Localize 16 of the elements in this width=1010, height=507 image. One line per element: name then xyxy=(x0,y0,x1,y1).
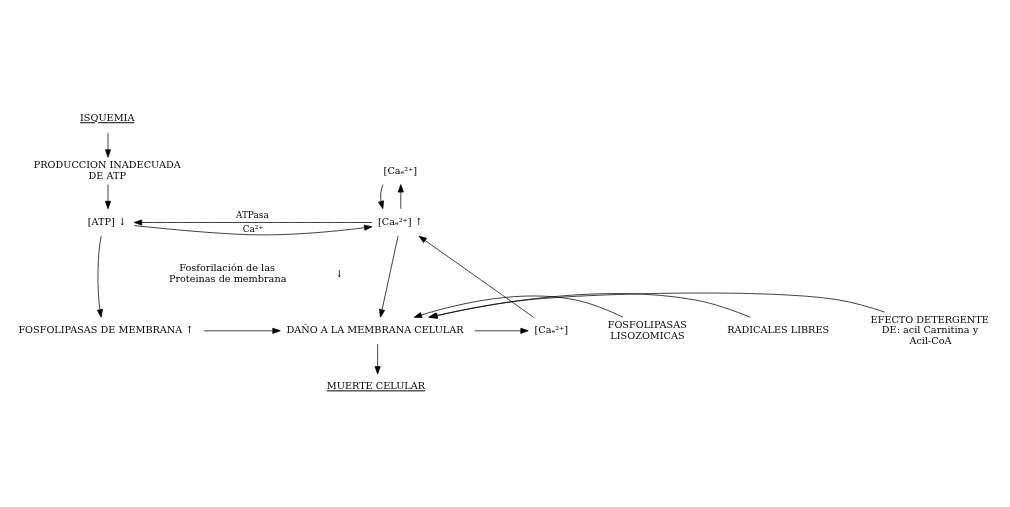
node-text: ISQUEMIA xyxy=(80,112,135,124)
node-text: FOSFOLIPASAS LISOZOMICAS xyxy=(607,319,687,341)
node-text: [Caₑ²⁺] xyxy=(383,164,418,176)
node-text: [ATP] ↓ xyxy=(87,216,127,228)
node-text: DAÑO A LA MEMBRANA CELULAR xyxy=(286,324,464,336)
label: ↓ xyxy=(335,267,344,279)
node-text: MUERTE CELULAR xyxy=(326,380,426,392)
node-text: [Caₑ²⁺] ↑ xyxy=(378,216,423,228)
node-text: EFECTO DETERGENTE DE: acil Carnitina y Acil-CoA xyxy=(870,313,989,346)
node-text: [Caₑ²⁺] xyxy=(534,324,568,336)
node-text: RADICALES LIBRES xyxy=(727,324,830,336)
node-text: FOSFOLIPASAS DE MEMBRANA ↑ xyxy=(18,324,194,336)
edge-label: ATPasa xyxy=(235,209,269,220)
edge-label: Ca²⁺ xyxy=(242,223,264,234)
label: Fosforilación de las Proteinas de membrana xyxy=(168,262,287,284)
node-text: PRODUCCION INADECUADA DE ATP xyxy=(33,159,181,181)
